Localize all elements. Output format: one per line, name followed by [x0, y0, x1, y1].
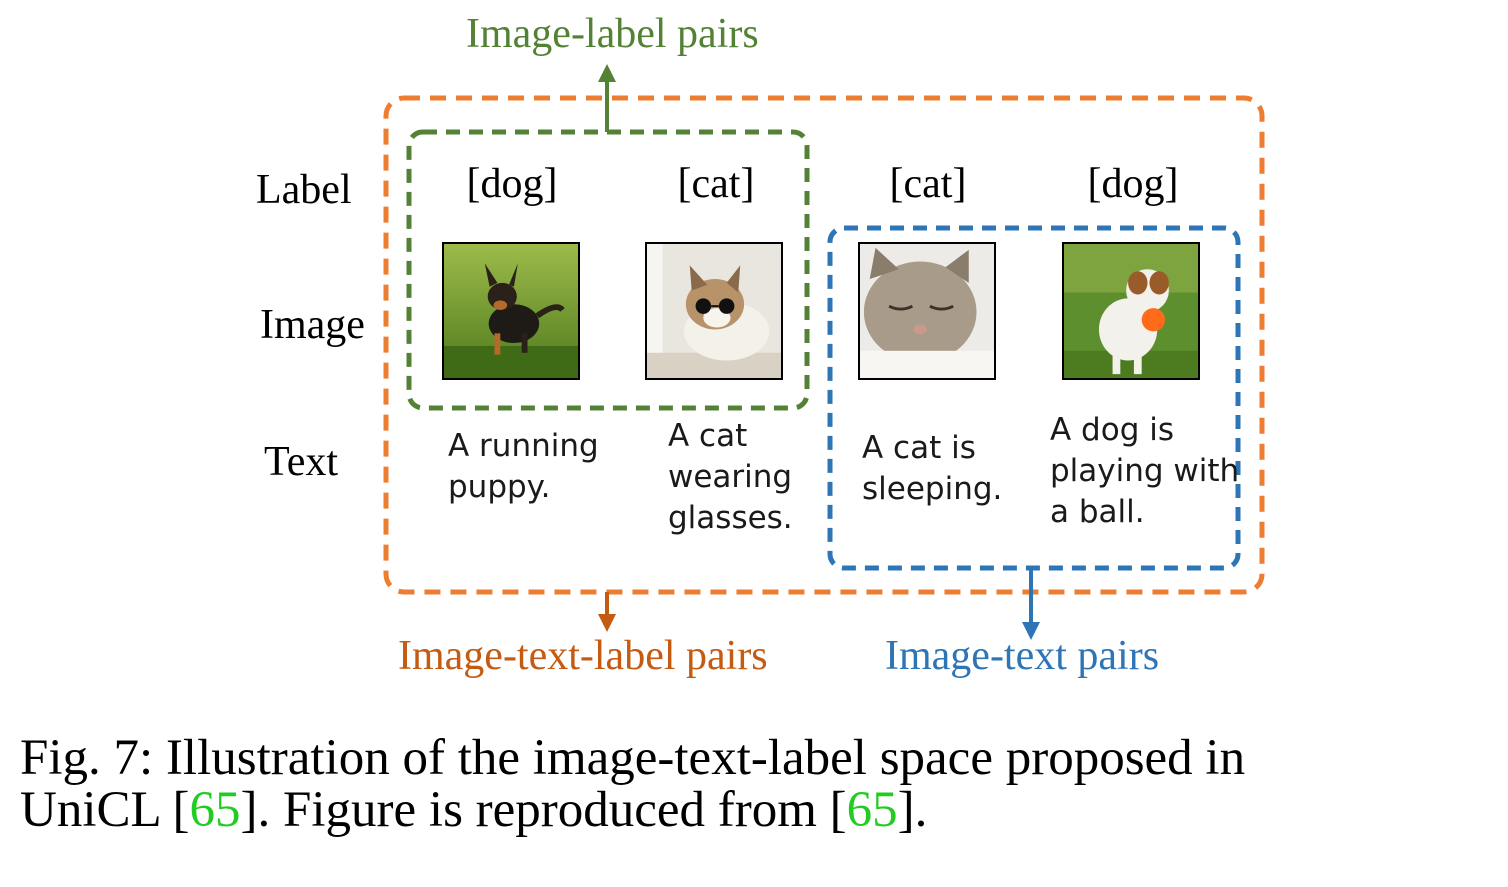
row-label-label: Label — [256, 167, 352, 213]
citation-link[interactable]: 65 — [846, 782, 898, 838]
image-caption-text: A cat wearing glasses. — [668, 418, 793, 536]
running-puppy-photo — [442, 242, 580, 380]
image-text-box — [827, 225, 1241, 571]
image-caption-text: A cat is sleeping. — [862, 430, 1003, 507]
image-label-pairs-label: Image-label pairs — [466, 11, 759, 57]
image-label-arrowhead — [598, 64, 616, 82]
class-label: [cat] — [889, 161, 967, 207]
citation-link[interactable]: 65 — [189, 782, 241, 838]
figure-caption-line1: Fig. 7: Illustration of the image-text-l… — [20, 730, 1246, 786]
image-text-pairs-label: Image-text pairs — [885, 633, 1160, 679]
image-caption-text: A dog is playing with a ball. — [1050, 412, 1240, 530]
image-caption-text: A running puppy. — [448, 428, 599, 505]
class-label: [cat] — [677, 161, 755, 207]
cat-with-sunglasses-photo — [645, 242, 783, 380]
image-text-arrowhead — [1022, 622, 1040, 640]
class-label: [dog] — [466, 161, 558, 207]
sleeping-kitten-photo — [858, 242, 996, 380]
figure-caption-line2: UniCL [65]. Figure is reproduced from [6… — [20, 782, 928, 838]
class-label: [dog] — [1087, 161, 1179, 207]
row-label-image: Image — [260, 302, 365, 348]
figure-caption: Fig. 7: Illustration of the image-text-l… — [20, 732, 1500, 836]
diagram-frames — [383, 64, 1265, 640]
image-text-label-box — [383, 95, 1265, 595]
dog-with-ball-photo — [1062, 242, 1200, 380]
image-text-label-arrowhead — [598, 614, 616, 632]
row-label-text: Text — [264, 439, 339, 485]
image-text-label-pairs-label: Image-text-label pairs — [398, 633, 768, 679]
